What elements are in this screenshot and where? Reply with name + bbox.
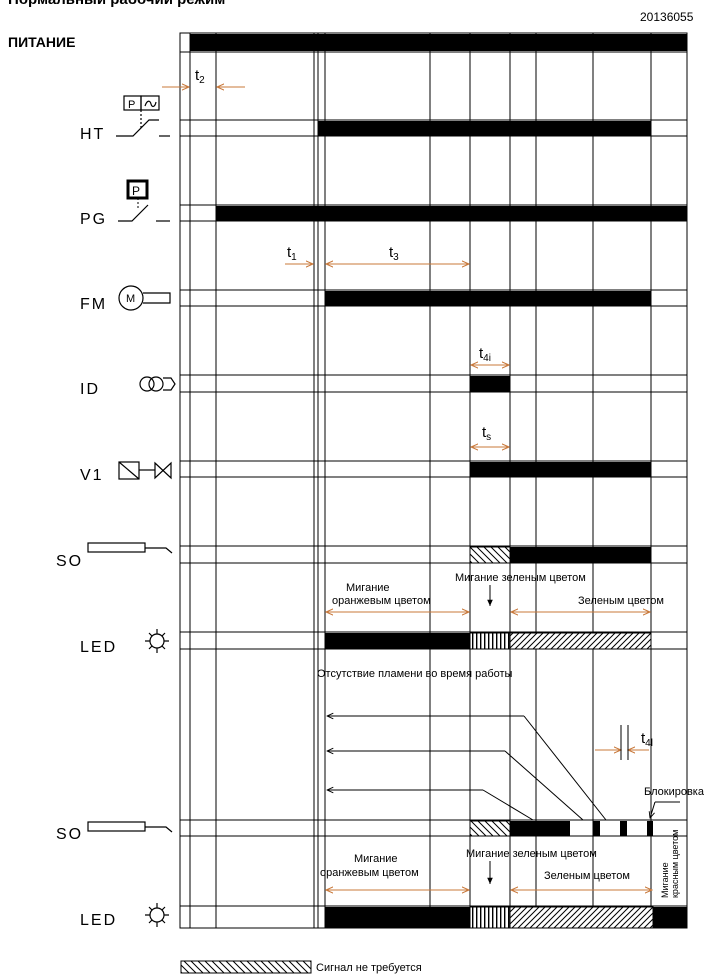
orange-blink-line2: оранжевым цветом — [332, 595, 431, 607]
led2-green-solid — [509, 906, 654, 929]
power-label: ПИТАНИЕ — [8, 34, 75, 50]
led1-green-blink — [469, 632, 511, 650]
pg-bar — [216, 206, 687, 221]
row-label-led1: LED — [80, 639, 117, 656]
led-icon-2 — [145, 903, 169, 927]
led2-green-blink — [469, 906, 511, 929]
row-label-so1: SO — [56, 553, 83, 570]
row-label-led2: LED — [80, 912, 117, 929]
timing-t3: t3 — [389, 244, 399, 263]
pressure-gauge-p-label: P — [132, 184, 140, 198]
orange-blink-line1: Мигание — [346, 582, 390, 594]
red-blink-label: Миганиекрасным цветом — [660, 830, 680, 898]
led2-orange-blink — [325, 907, 470, 928]
green-blink-b-label: Мигание зеленым цветом — [466, 848, 597, 860]
legend-not-required: Сигнал не требуется — [316, 962, 422, 974]
diagram-title: Нормальный рабочий режим — [8, 0, 225, 8]
row-label-id: ID — [80, 381, 100, 398]
green-solid-b-label: Зеленым цветом — [544, 870, 630, 882]
orange-blink-b-line2: оранжевым цветом — [320, 867, 419, 879]
row-label-fm: FM — [80, 296, 107, 313]
power-bar — [190, 34, 687, 51]
so2-pulse-3 — [647, 821, 653, 836]
solenoid-valve-icon — [118, 461, 172, 480]
green-blink-label: Мигание зеленым цветом — [455, 572, 586, 584]
timing-t1: t1 — [287, 244, 297, 263]
motor-icon: M — [118, 285, 171, 311]
flame-loss-label: Отсутствие пламени во время работы — [317, 668, 513, 680]
row-label-so2: SO — [56, 826, 83, 843]
lockout-label: Блокировка — [644, 786, 705, 798]
fm-bar — [325, 291, 651, 306]
led1-green-solid — [509, 632, 652, 650]
so1-not-required — [469, 546, 511, 564]
timing-ticks — [620, 725, 629, 760]
legend-hatch-swatch — [180, 960, 312, 974]
timing-t4i: t4i — [479, 345, 491, 364]
motor-m-label: M — [126, 293, 135, 305]
so2-pulse-1 — [593, 821, 600, 836]
flame-loss-arrows — [327, 716, 680, 821]
diagram-code: 20136055 — [640, 10, 694, 24]
flame-sensor-icon-1 — [87, 542, 173, 554]
ignition-transformer-icon — [139, 376, 176, 392]
so2-not-required — [469, 820, 511, 837]
so2-pulse-2 — [620, 821, 627, 836]
grid — [179, 32, 688, 929]
timing-t4l: t4l — [641, 730, 653, 749]
ht-bar — [318, 121, 651, 136]
row-label-v1: V1 — [80, 467, 104, 484]
timing-ts: ts — [482, 424, 491, 443]
led-icon-1 — [145, 629, 169, 653]
row-label-ht: HT — [80, 126, 105, 143]
so1-bar — [510, 547, 651, 563]
flame-sensor-icon-2 — [87, 821, 173, 833]
pressure-gauge-icon: P — [118, 179, 170, 222]
pressure-switch-icon: P — [116, 95, 170, 137]
timing-t2: t2 — [195, 67, 205, 86]
v1-bar — [470, 462, 651, 477]
signal-bars — [190, 34, 687, 929]
id-bar — [470, 376, 510, 392]
timing-arrows — [162, 87, 652, 890]
row-label-pg: PG — [80, 211, 107, 228]
orange-blink-b-line1: Мигание — [354, 853, 398, 865]
led2-red-blink — [653, 907, 687, 928]
led1-orange-blink — [325, 633, 470, 649]
so2-bar — [510, 821, 570, 836]
pressure-switch-p-label: P — [128, 99, 135, 111]
green-solid-label: Зеленым цветом — [578, 595, 664, 607]
